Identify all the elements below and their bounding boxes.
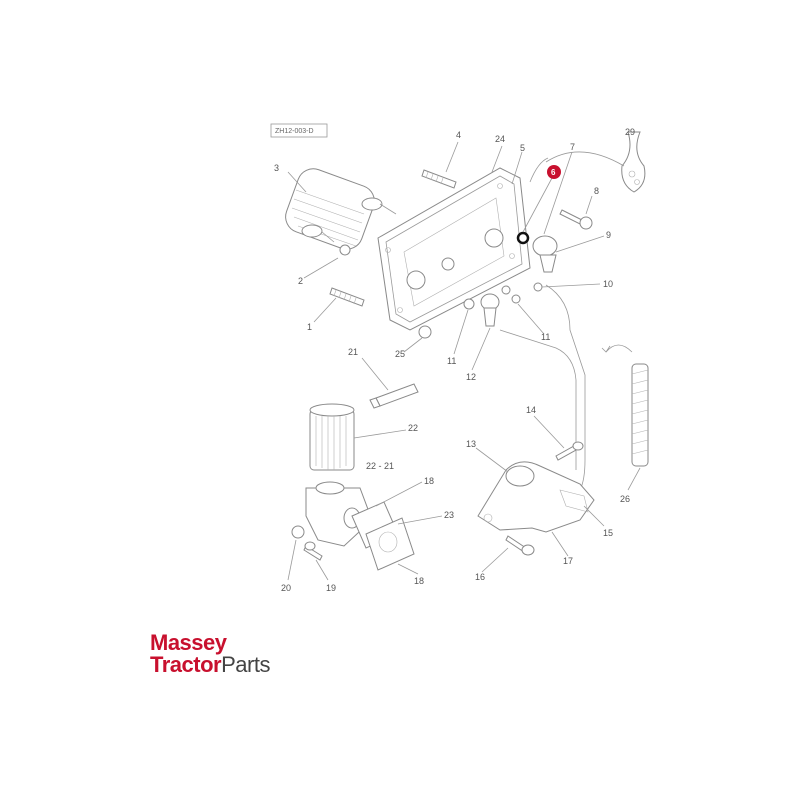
- callout-5: 5: [520, 143, 525, 153]
- reference-code: ZH12-003-D: [275, 128, 314, 135]
- oil-cooler: [285, 168, 397, 250]
- callout-18-bottom: 18: [414, 576, 424, 586]
- seal-11a: [501, 285, 511, 295]
- callout-28: 26: [620, 494, 630, 504]
- stud-1: [329, 287, 365, 307]
- callout-24: 22: [408, 423, 418, 433]
- nut-27: [418, 325, 432, 339]
- logo-line-1: Massey: [150, 630, 227, 655]
- seal-11b: [511, 294, 521, 304]
- banjo-fitting-9: [532, 235, 558, 273]
- highlight-badge: [547, 165, 561, 179]
- filter-housing: [477, 461, 595, 533]
- elbow-12: [480, 293, 500, 327]
- callout-10: 10: [603, 279, 613, 289]
- callout-15: 15: [603, 528, 613, 538]
- hose-28: [631, 363, 649, 467]
- callout-26: 24: [495, 134, 505, 144]
- logo-line-2: TractorParts: [150, 654, 270, 676]
- reference-box: [270, 123, 328, 138]
- callout-12: 12: [466, 372, 476, 382]
- logo-word-parts: Parts: [221, 652, 270, 677]
- nut-11c: [463, 298, 475, 310]
- filter-base: [305, 481, 373, 547]
- stud-4: [421, 169, 457, 189]
- callout-25: 23: [444, 510, 454, 520]
- leader-lines: [287, 141, 641, 581]
- oil-filter-24: [309, 403, 355, 471]
- callout-27: 25: [395, 349, 405, 359]
- bolt-14: [555, 441, 584, 461]
- callout-18-top: 18: [424, 476, 434, 486]
- callout-3: 3: [274, 163, 279, 173]
- arrow-28: [605, 344, 633, 353]
- callout-29: 29: [625, 127, 635, 137]
- callout-23: 21: [348, 347, 358, 357]
- bolt-19: [303, 541, 323, 561]
- bolt-17: [505, 535, 535, 556]
- callout-7: 7: [570, 142, 575, 152]
- gasket-18-25: [351, 501, 415, 571]
- adapter-plate: [377, 167, 531, 331]
- callout-22-21: 22 - 21: [366, 461, 394, 471]
- callout-17: 16: [475, 572, 485, 582]
- logo-word-tractor: Tractor: [150, 652, 222, 677]
- seal-10: [533, 282, 543, 292]
- callout-9: 9: [606, 230, 611, 240]
- callout-11-left: 11: [447, 356, 456, 366]
- o-ring-2: [339, 244, 351, 256]
- clip-29: [621, 131, 646, 193]
- callout-1: 1: [307, 322, 312, 332]
- callout-2: 2: [298, 276, 303, 286]
- oil-pipe: [545, 284, 586, 491]
- callout-8: 8: [594, 186, 599, 196]
- callout-16: 17: [563, 556, 573, 566]
- highlight-badge-number: 6: [551, 168, 556, 177]
- bolt-8: [559, 209, 593, 230]
- callout-11-right: 11: [541, 332, 550, 342]
- arrow-29: [529, 157, 549, 183]
- callout-4: 4: [456, 130, 461, 140]
- callout-19: 19: [326, 583, 336, 593]
- massey-tractor-parts-logo: Massey TractorParts: [150, 632, 310, 682]
- nut-20: [291, 525, 305, 539]
- callout-20: 20: [281, 583, 291, 593]
- sealant-23: [369, 383, 419, 409]
- callout-13: 13: [466, 439, 476, 449]
- callout-14: 14: [526, 405, 536, 415]
- o-ring-6: [516, 231, 530, 245]
